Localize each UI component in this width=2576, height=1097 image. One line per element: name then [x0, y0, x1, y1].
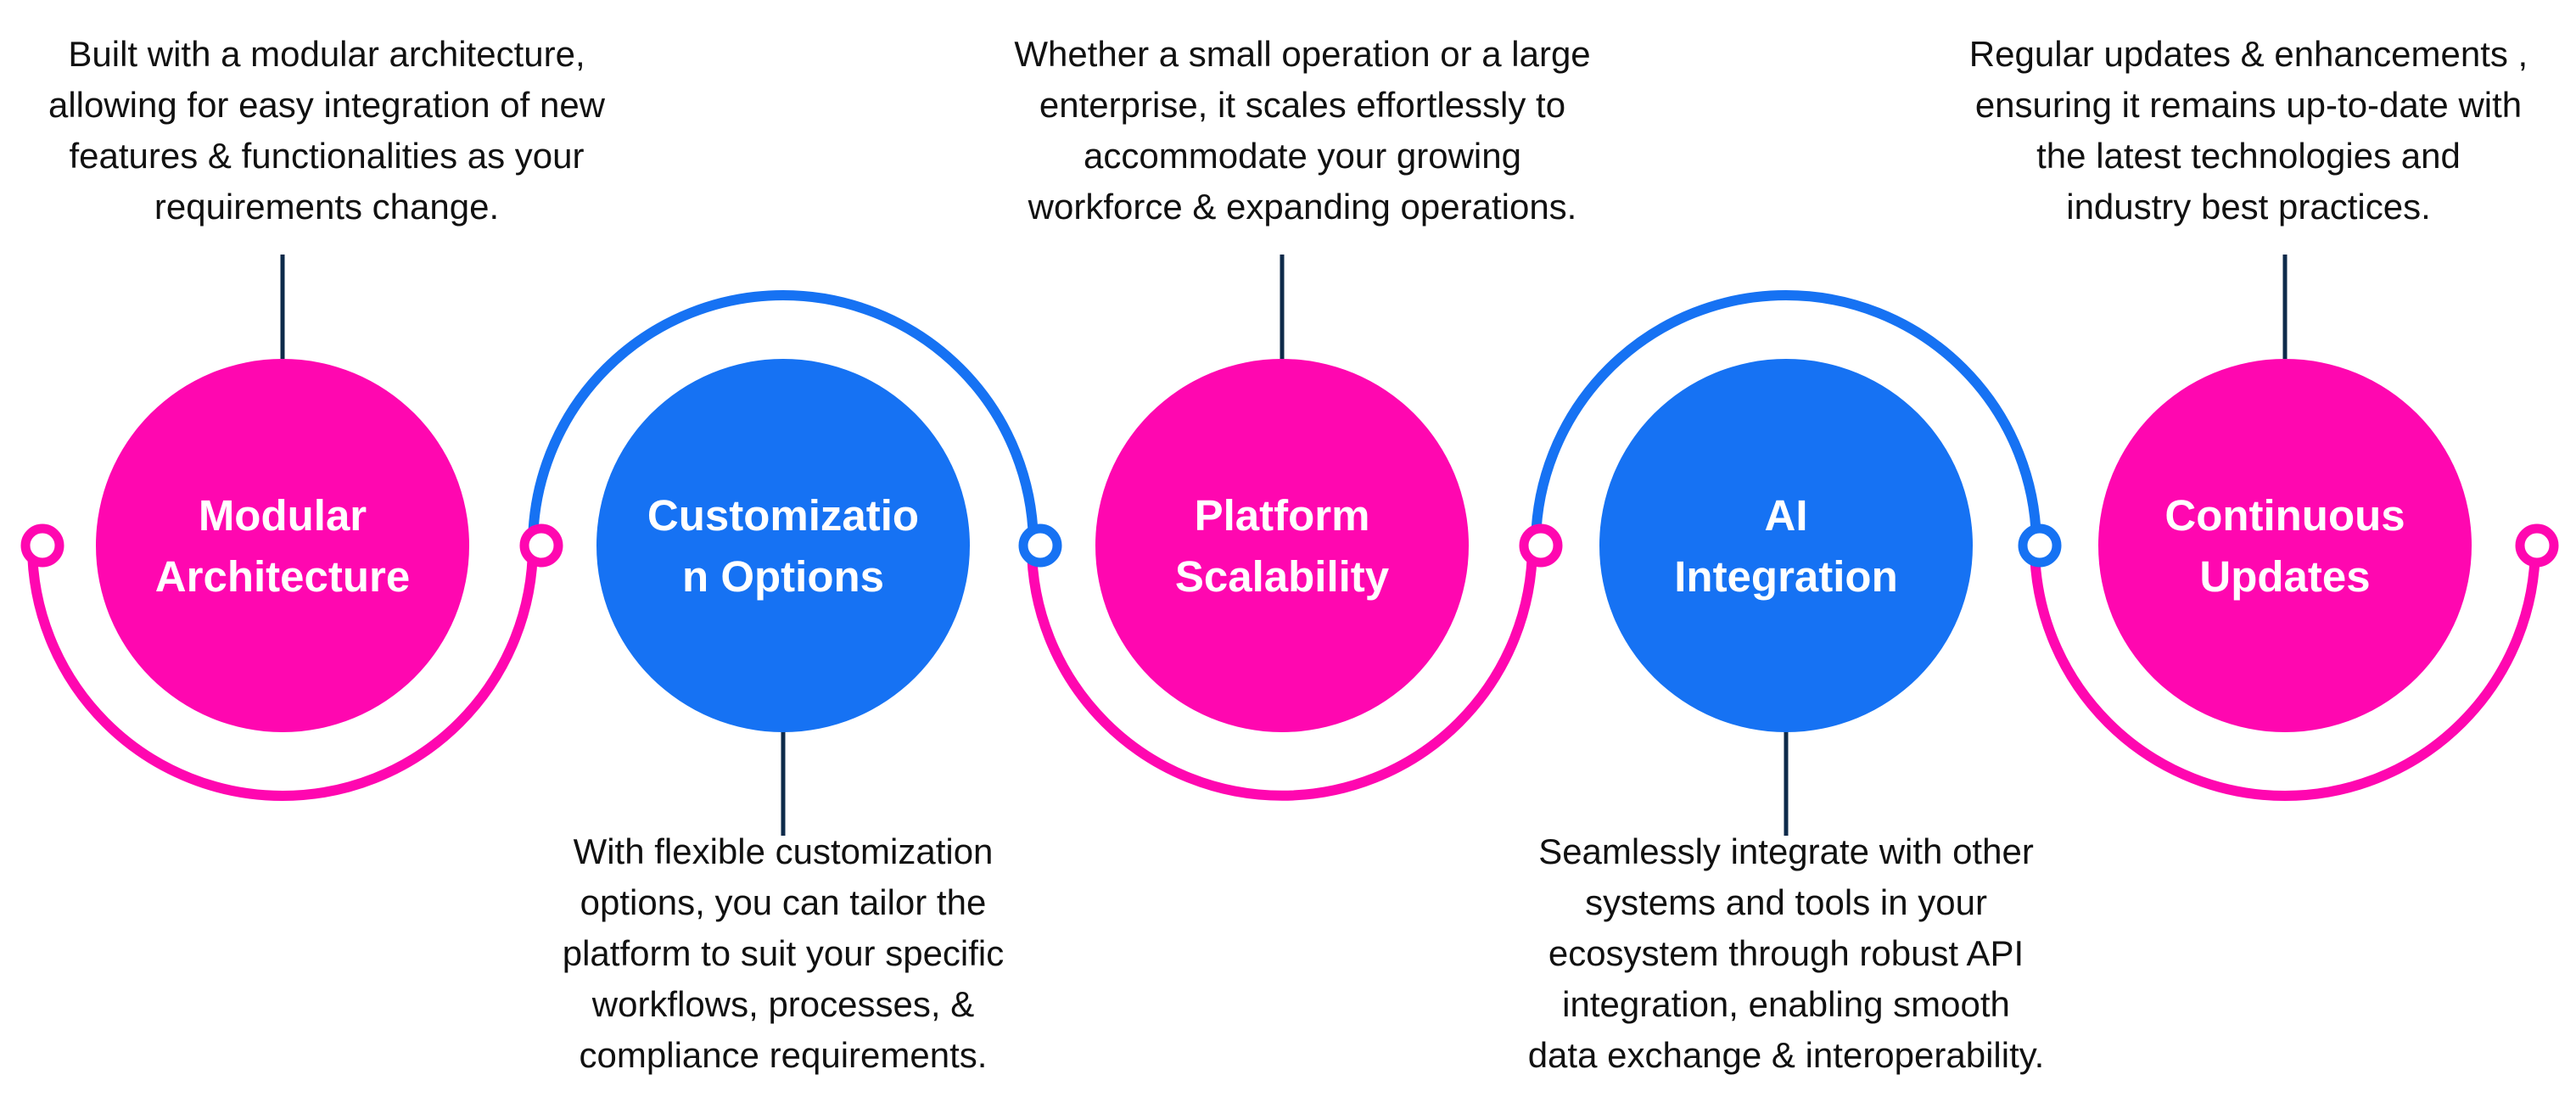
description-line: compliance requirements.	[580, 1035, 988, 1075]
description-line: platform to suit your specific	[563, 933, 1005, 973]
description-line: industry best practices.	[2066, 187, 2431, 227]
junction-dot-5	[2018, 523, 2062, 568]
step-node-5	[2098, 359, 2472, 732]
step-node-1	[96, 359, 469, 732]
description-line: the latest technologies and	[2036, 136, 2461, 176]
step-title-line: Updates	[2199, 552, 2370, 601]
wave-arc-3	[1027, 545, 1537, 801]
description-line: workforce & expanding operations.	[1028, 187, 1577, 227]
step-title-line: Scalability	[1175, 552, 1390, 601]
junction-dot-3	[1018, 523, 1062, 568]
description-connector-lines	[280, 255, 2288, 836]
step-node-3	[1095, 359, 1469, 732]
description-line: Whether a small operation or a large	[1014, 34, 1590, 74]
step-title-line: Platform	[1195, 491, 1370, 540]
wave-arc-4	[1531, 290, 2041, 546]
description-line: ensuring it remains up-to-date with	[1975, 85, 2522, 125]
description-line: options, you can tailor the	[580, 882, 987, 922]
wave-connector-arcs	[27, 290, 2540, 801]
description-line: accommodate your growing	[1084, 136, 1521, 176]
step-title-line: AI	[1765, 491, 1808, 540]
step-node-2	[596, 359, 970, 732]
junction-dot-4	[1519, 523, 1563, 568]
step-title-line: Integration	[1674, 552, 1898, 601]
step-title-line: n Options	[682, 552, 884, 601]
description-line: Regular updates & enhancements ,	[1969, 34, 2528, 74]
description-line: With flexible customization	[574, 831, 994, 871]
wave-arc-2	[528, 290, 1039, 546]
wave-arc-5	[2030, 545, 2540, 801]
description-line: workflows, processes, &	[591, 984, 974, 1024]
junction-dot-1	[20, 523, 64, 568]
description-line: data exchange & interoperability.	[1528, 1035, 2045, 1075]
description-line: systems and tools in your	[1585, 882, 1987, 922]
description-line: requirements change.	[154, 187, 499, 227]
description-line: Built with a modular architecture,	[68, 34, 585, 74]
step-title-line: Continuous	[2164, 491, 2405, 540]
step-descriptions: Built with a modular architecture, allowi…	[48, 34, 2528, 1075]
junction-dot-2	[519, 523, 563, 568]
description-line: integration, enabling smooth	[1562, 984, 2010, 1024]
junction-dots	[20, 523, 2559, 568]
wave-arc-1	[27, 545, 538, 801]
description-line: enterprise, it scales effortlessly to	[1039, 85, 1565, 125]
step-title-line: Architecture	[155, 552, 410, 601]
description-line: allowing for easy integration of new	[48, 85, 606, 125]
junction-dot-6	[2515, 523, 2559, 568]
description-line: Seamlessly integrate with other	[1538, 831, 2034, 871]
description-line: features & functionalities as your	[70, 136, 585, 176]
description-line: ecosystem through robust API	[1548, 933, 2024, 973]
step-title-line: Modular	[199, 491, 367, 540]
step-node-4	[1599, 359, 1973, 732]
step-title-line: Customizatio	[647, 491, 919, 540]
